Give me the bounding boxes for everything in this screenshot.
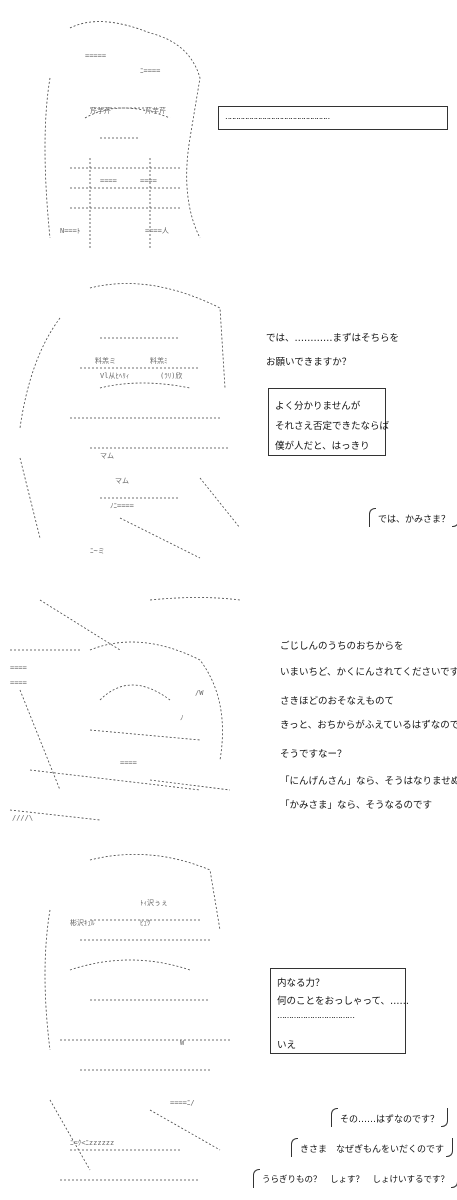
dialog-box-4: 内なる力？ 何のことをおっしゃって、…… …………………………… いえ: [270, 968, 410, 1054]
ascii-art-character-4: 彬沢ｷｭﾙ ﾋｪｸ ﾄｨ沢ぅぇ W ====ﾆ/ﾆ=ｸ<ﾆzzzzzz: [30, 850, 250, 1195]
box4-line-2: 何のことをおっしゃって、……: [277, 996, 410, 1007]
box-line-1: よく分かりませんが: [275, 401, 361, 412]
narration-line-2: お願いできますか？: [266, 357, 352, 368]
dialog-box-dots: ‥‥‥‥‥‥‥‥‥‥‥‥‥‥‥‥‥‥‥‥‥‥‥‥: [218, 106, 448, 130]
speech-bubble-2: きさま なぜぎもんをいだくのです: [291, 1138, 454, 1157]
svg-text:W: W: [180, 1039, 185, 1047]
ascii-art-character-3: ==== ==== /W ﾉ ==== ////\: [0, 590, 250, 830]
svg-text:ﾆ~ミ: ﾆ~ミ: [90, 547, 105, 555]
svg-text:彬沢ｷｭﾙ: 彬沢ｷｭﾙ: [70, 918, 95, 927]
svg-text:Vl从ﾋﾍﾘｨ: Vl从ﾋﾍﾘｨ: [100, 372, 129, 380]
dialog-box-2: よく分かりませんが それさえ否定できたならば 僕が人だと、はっきり: [268, 388, 390, 456]
panel-2: 料羔ミ料羔ﾐ Vl从ﾋﾍﾘｨ(ﾗﾘ)欣 マムマム ﾉﾆ====ﾆ~ミ では、………: [0, 270, 457, 570]
svg-text:芹芋芹: 芹芋芹: [90, 106, 111, 115]
svg-text:料羔ﾐ: 料羔ﾐ: [150, 356, 168, 365]
panel3-line-4: きっと、おちからがふえているはずなのでー: [280, 720, 457, 731]
svg-text:=====: =====: [85, 52, 106, 60]
panel3-line-2: いまいちど、かくにんされてくださいです？: [280, 667, 457, 678]
bubble-2-text: きさま なぜぎもんをいだくのです: [300, 1145, 445, 1155]
svg-text:====: ====: [100, 177, 117, 185]
svg-text:料羔ミ: 料羔ミ: [95, 356, 116, 365]
svg-text:====ﾆ/: ====ﾆ/: [170, 1099, 195, 1107]
svg-text:ﾄｨ沢ぅぇ: ﾄｨ沢ぅぇ: [140, 898, 168, 907]
svg-text:(ﾗﾘ)欣: (ﾗﾘ)欣: [160, 371, 182, 380]
svg-text:ﾆ====: ﾆ====: [140, 67, 160, 75]
dialog-box-text: ‥‥‥‥‥‥‥‥‥‥‥‥‥‥‥‥‥‥‥‥‥‥‥‥: [225, 112, 330, 121]
box-line-2: それさえ否定できたならば: [275, 421, 390, 432]
svg-text:====: ====: [140, 177, 157, 185]
svg-text:====: ====: [10, 664, 27, 672]
svg-text:====: ====: [120, 759, 137, 767]
bubble-3-text: うらぎりもの？ しょす？ しょけいするです？: [262, 1175, 450, 1185]
svg-text:ﾋｪｸ: ﾋｪｸ: [140, 919, 151, 927]
narration-line-1: では、…………まずはそちらを: [266, 333, 400, 344]
svg-text:ﾆ=ｸ<ﾆzzzzzz: ﾆ=ｸ<ﾆzzzzzz: [70, 1139, 114, 1147]
panel-4: 彬沢ｷｭﾙ ﾋｪｸ ﾄｨ沢ぅぇ W ====ﾆ/ﾆ=ｸ<ﾆzzzzzz 内なる力？ …: [0, 850, 457, 1200]
panel3-line-5: そうですなー？: [280, 749, 347, 760]
panel-3: ==== ==== /W ﾉ ==== ////\ ごじしんのうちのおちからを いまい…: [0, 590, 457, 840]
panel3-line-7: 「かみさま」なら、そうなるのです: [280, 800, 433, 811]
panel3-line-1: ごじしんのうちのおちからを: [280, 641, 404, 652]
svg-text:芹芋芹: 芹芋芹: [145, 106, 166, 115]
box4-line-5: いえ: [277, 1040, 297, 1051]
svg-text:マム: マム: [100, 452, 114, 460]
svg-text:ﾉ: ﾉ: [180, 714, 184, 722]
bubble-1-text: その……はずなのです？: [340, 1115, 440, 1125]
speech-bubble-kamisama: では、かみさま？: [369, 508, 457, 527]
box-line-3: 僕が人だと、はっきり: [275, 441, 370, 452]
box4-line-1: 内なる力？: [277, 978, 325, 989]
ascii-art-character-1: ===== ﾆ==== 芹芋芹 芹芋芹 ==== ==== N===ﾄ ====人: [30, 18, 210, 248]
svg-text:====: ====: [10, 679, 27, 687]
svg-text:マム: マム: [115, 477, 129, 485]
bubble-text: では、かみさま？: [378, 515, 451, 525]
speech-bubble-1: その……はずなのです？: [331, 1108, 449, 1127]
panel3-line-3: さきほどのおそなえものて: [280, 696, 395, 707]
speech-bubble-3: うらぎりもの？ しょす？ しょけいするです？: [253, 1169, 457, 1188]
panel3-line-6: 「にんげんさん」なら、そうはなりませぬし: [280, 776, 457, 787]
svg-text:ﾉﾆ====: ﾉﾆ====: [110, 502, 134, 510]
svg-text:/W: /W: [195, 689, 204, 697]
box4-line-3: ……………………………: [277, 1011, 355, 1020]
svg-text:====人: ====人: [145, 227, 169, 235]
ascii-art-character-2: 料羔ミ料羔ﾐ Vl从ﾋﾍﾘｨ(ﾗﾘ)欣 マムマム ﾉﾆ====ﾆ~ミ: [0, 278, 260, 578]
svg-text:////\: ////\: [12, 814, 33, 822]
panel-1: ===== ﾆ==== 芹芋芹 芹芋芹 ==== ==== N===ﾄ ====人 ‥‥…: [0, 0, 457, 260]
svg-text:N===ﾄ: N===ﾄ: [60, 227, 80, 235]
